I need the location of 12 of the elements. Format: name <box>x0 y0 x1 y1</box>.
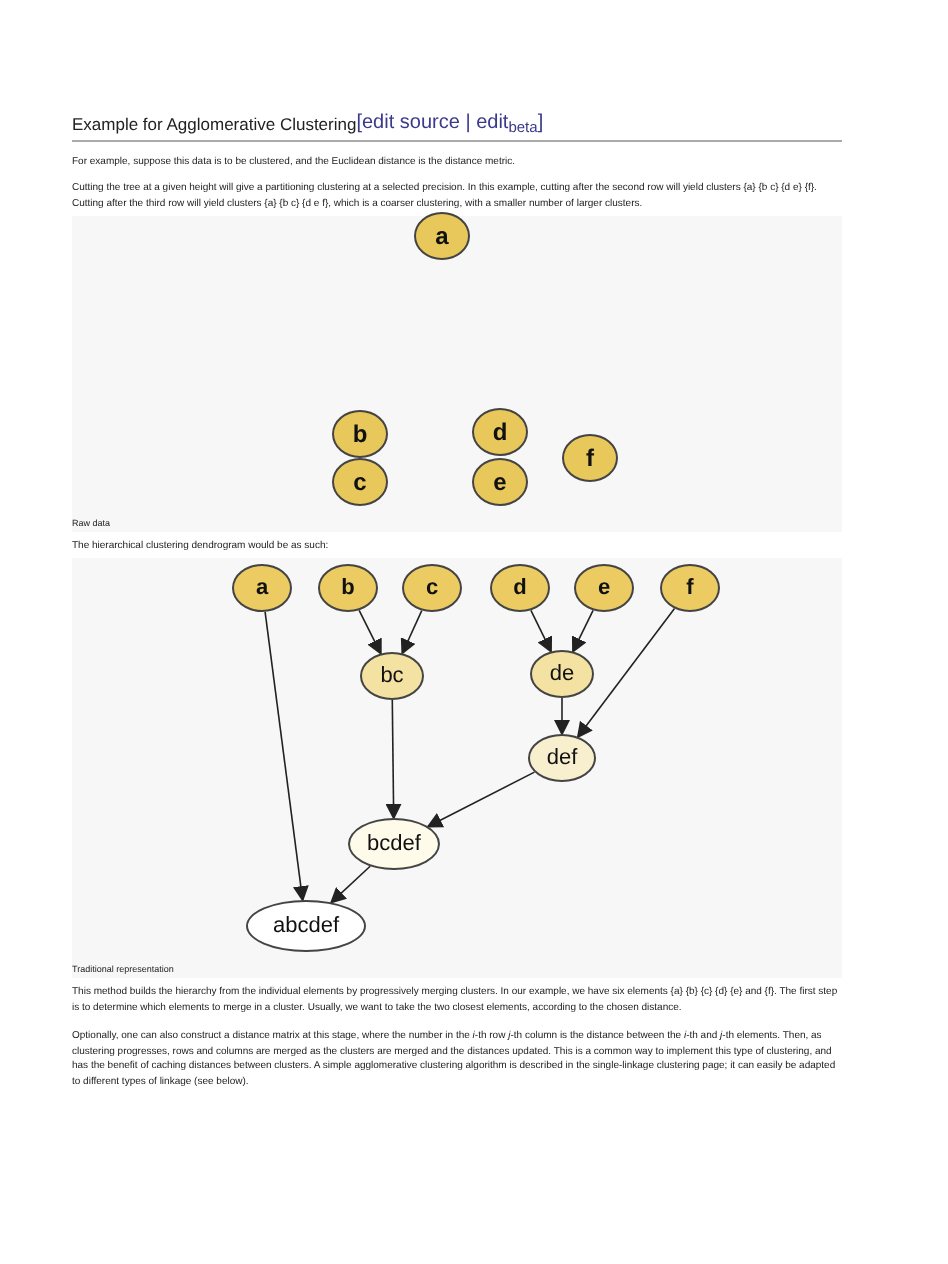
arrow <box>571 609 594 654</box>
arrow <box>358 609 382 656</box>
arrow <box>426 771 536 828</box>
arrow <box>400 609 423 656</box>
page-title: Example for Agglomerative Clustering <box>72 114 357 136</box>
arrow <box>576 607 676 739</box>
arrow <box>530 609 553 654</box>
arrow <box>385 699 402 820</box>
edit-links: [edit source | edit$_{beta}$] <box>356 112 544 136</box>
arrow <box>329 865 371 904</box>
arrow <box>554 697 570 736</box>
arrow <box>264 611 309 902</box>
